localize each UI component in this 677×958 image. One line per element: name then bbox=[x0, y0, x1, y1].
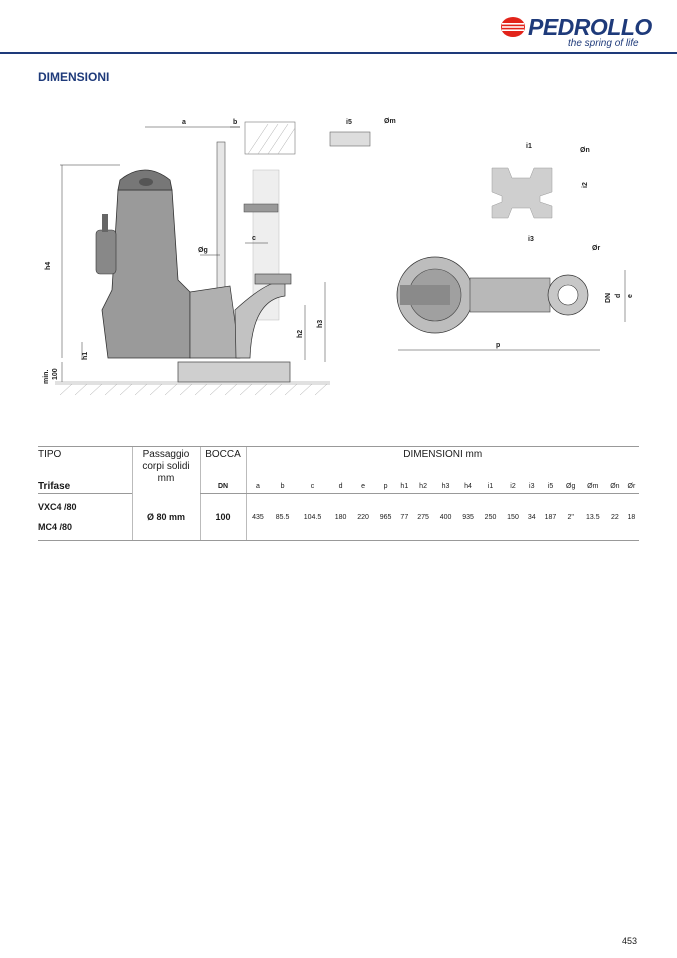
header-bocca-dn: DN bbox=[199, 479, 246, 494]
column-header: Ør bbox=[623, 479, 639, 494]
column-header: c bbox=[295, 479, 330, 494]
dimension-value: 965 bbox=[374, 493, 397, 541]
label-min: min. bbox=[43, 370, 50, 384]
column-header: h2 bbox=[411, 479, 435, 494]
header-passaggio: Passaggio corpi solidi mm bbox=[131, 446, 200, 494]
label-DN: DN bbox=[605, 293, 612, 303]
column-header: d bbox=[329, 479, 352, 494]
dimension-value: 935 bbox=[456, 493, 480, 541]
header-passaggio-line2: corpi solidi bbox=[142, 461, 190, 472]
header-passaggio-unit: mm bbox=[157, 473, 175, 484]
header-passaggio-line1: Passaggio bbox=[142, 449, 190, 460]
page-number: 453 bbox=[622, 936, 638, 946]
label-min-val: 100 bbox=[52, 368, 59, 380]
label-h4: h4 bbox=[45, 262, 52, 270]
header-trifase: Trifase bbox=[38, 479, 132, 494]
header-tipo: TIPO bbox=[38, 446, 132, 479]
column-header: Øm bbox=[579, 479, 606, 494]
label-g: Øg bbox=[198, 247, 208, 254]
bocca-value: 100 bbox=[199, 493, 246, 541]
dimension-value: 250 bbox=[479, 493, 502, 541]
dimensions-table: TIPO Passaggio corpi solidi mm BOCCA DIM… bbox=[38, 446, 639, 541]
column-header: i2 bbox=[501, 479, 525, 494]
column-header: h3 bbox=[434, 479, 457, 494]
label-i2: i2 bbox=[582, 182, 589, 188]
column-header: p bbox=[374, 479, 397, 494]
label-h3: h3 bbox=[317, 320, 324, 328]
dimension-value: 400 bbox=[434, 493, 457, 541]
dimension-value: 187 bbox=[539, 493, 562, 541]
brand-name: PEDROLLO bbox=[528, 14, 652, 40]
header-bocca: BOCCA bbox=[199, 446, 246, 479]
column-header: e bbox=[351, 479, 375, 494]
label-e: e bbox=[627, 294, 634, 298]
model-name: MC4 /80 bbox=[38, 522, 73, 532]
dimension-value: 77 bbox=[396, 493, 412, 541]
model-names: VXC4 /80 MC4 /80 bbox=[38, 493, 132, 541]
dimension-value: 180 bbox=[329, 493, 352, 541]
passaggio-value: Ø 80 mm bbox=[131, 493, 200, 541]
table-subheader-row: Trifase DN a b c d e p h1 h2 h3 h4 i1 i2… bbox=[38, 479, 639, 494]
dimension-drawing: a b c Øg h4 h1 h2 h3 min. 100 i5 Øm i1 Ø… bbox=[43, 118, 634, 396]
model-name: VXC4 /80 bbox=[38, 502, 77, 512]
header-rule bbox=[0, 52, 677, 54]
section-title: DIMENSIONI bbox=[38, 70, 110, 84]
label-h2: h2 bbox=[297, 330, 304, 338]
label-i5: i5 bbox=[346, 119, 352, 126]
label-b: b bbox=[233, 119, 237, 126]
dimension-value: 34 bbox=[524, 493, 540, 541]
label-i3: i3 bbox=[528, 236, 534, 243]
label-p: p bbox=[496, 342, 500, 349]
dimension-value: 85.5 bbox=[269, 493, 296, 541]
label-c: c bbox=[252, 235, 256, 242]
column-header: b bbox=[269, 479, 296, 494]
label-i1: i1 bbox=[526, 143, 532, 150]
label-a: a bbox=[182, 119, 186, 126]
column-header: Øg bbox=[561, 479, 580, 494]
label-r: Ør bbox=[592, 245, 600, 252]
pedrollo-logo-mark-icon bbox=[501, 17, 525, 37]
label-m: Øm bbox=[384, 118, 396, 125]
column-header: i3 bbox=[524, 479, 540, 494]
column-header: a bbox=[245, 479, 270, 494]
table-header-row: TIPO Passaggio corpi solidi mm BOCCA DIM… bbox=[38, 446, 639, 494]
brand-tagline: the spring of life bbox=[568, 38, 639, 49]
dimension-value: 275 bbox=[411, 493, 435, 541]
column-header: i1 bbox=[479, 479, 502, 494]
dimension-value: 13.5 bbox=[579, 493, 606, 541]
label-h1: h1 bbox=[82, 352, 89, 360]
dimension-value: 18 bbox=[623, 493, 639, 541]
dimension-value: 104.5 bbox=[295, 493, 330, 541]
dimension-value: 435 bbox=[245, 493, 270, 541]
column-header: h1 bbox=[396, 479, 412, 494]
table-row: VXC4 /80 MC4 /80 Ø 80 mm 100 435 85.5 10… bbox=[38, 493, 639, 541]
dimension-value: 22 bbox=[605, 493, 624, 541]
column-header: Øn bbox=[605, 479, 624, 494]
dimension-value: 150 bbox=[501, 493, 525, 541]
pedrollo-logo: PEDROLLO the spring of life bbox=[500, 14, 652, 50]
column-header: h4 bbox=[456, 479, 480, 494]
dimension-value: 220 bbox=[351, 493, 375, 541]
column-header: i5 bbox=[539, 479, 562, 494]
header-dimensioni: DIMENSIONI mm bbox=[245, 446, 639, 479]
dimension-value: 2" bbox=[561, 493, 580, 541]
label-d: d bbox=[615, 294, 622, 298]
label-n: Øn bbox=[580, 147, 590, 154]
